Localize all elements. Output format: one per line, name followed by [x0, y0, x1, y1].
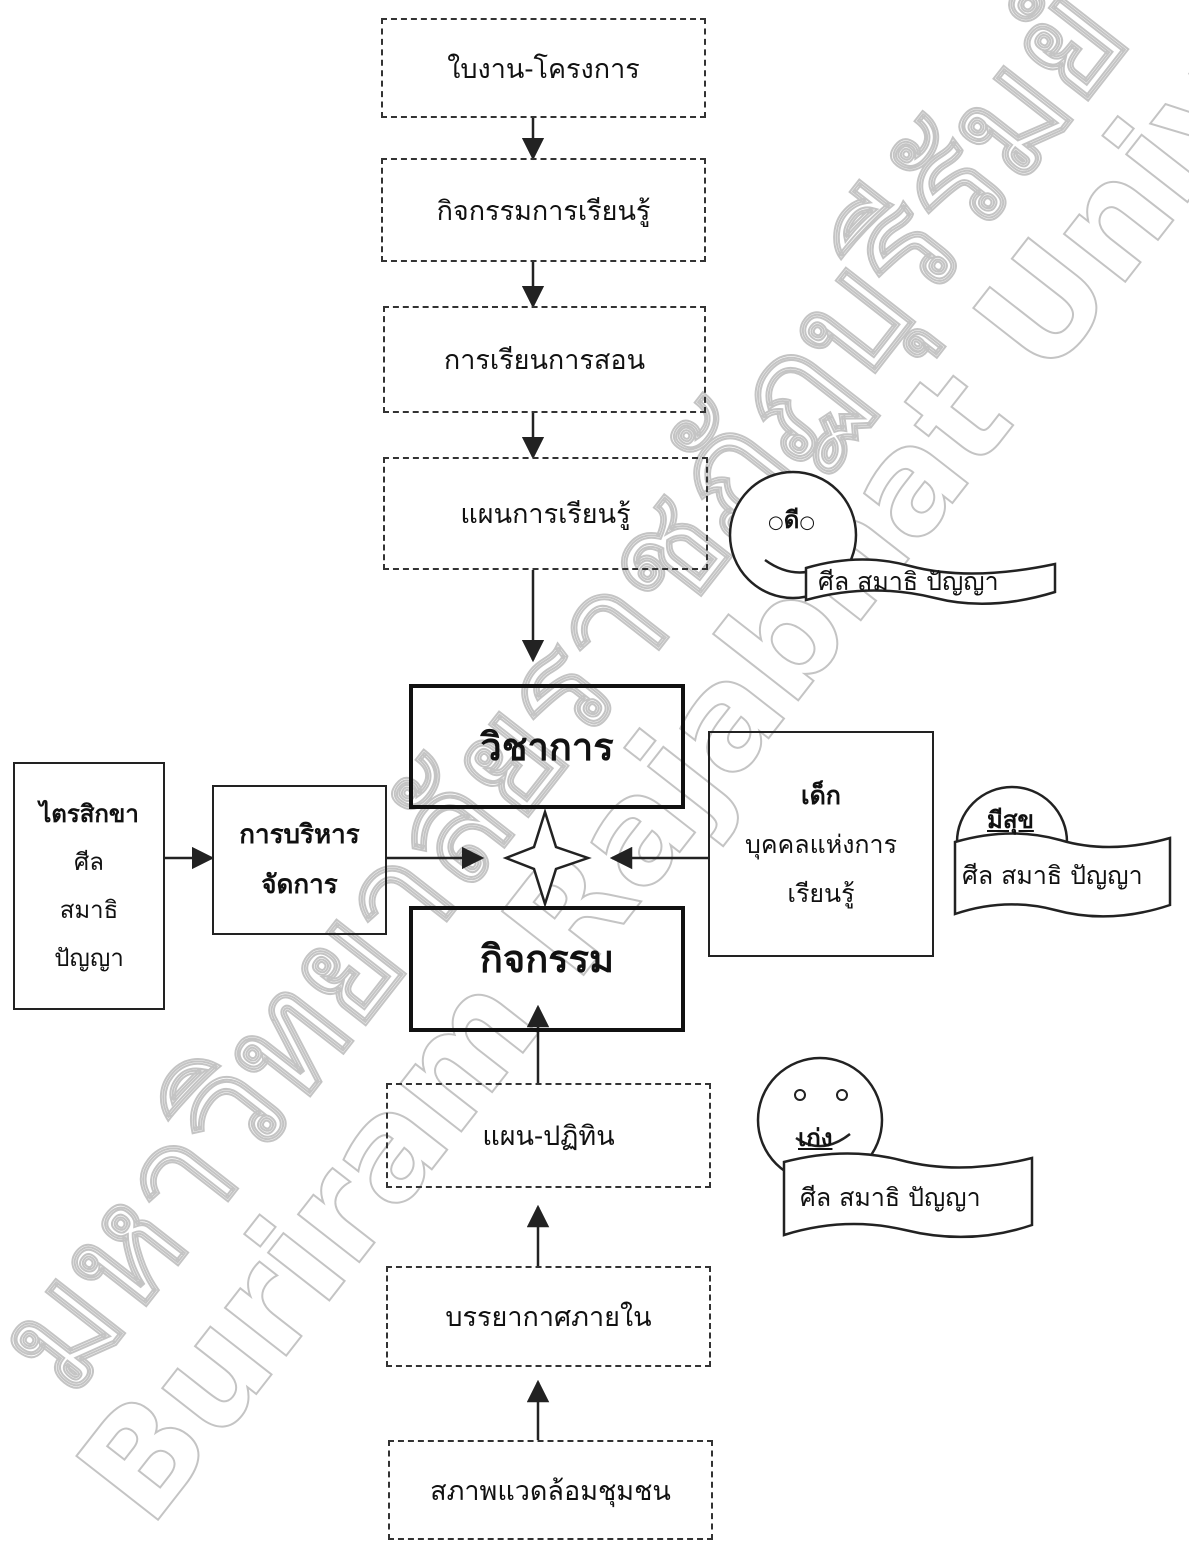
child-line2: บุคคลแห่งการ — [744, 829, 898, 859]
banner-smart-text: ศีล สมาธิ ปัญญา — [800, 1183, 981, 1212]
trisikkha-sila: ศีล — [74, 848, 104, 876]
banner-good-shape — [804, 558, 1057, 606]
box-management: การบริหาร จัดการ — [212, 785, 387, 935]
box-activity: กิจกรรม — [409, 906, 685, 1032]
box-plan-calendar: แผน-ปฏิทิน — [386, 1083, 711, 1188]
trisikkha-samadhi: สมาธิ — [59, 896, 119, 924]
box-teaching-learning-label: การเรียนการสอน — [443, 345, 646, 376]
box-internal-atmosphere: บรรยากาศภายใน — [386, 1266, 711, 1367]
face-smart-eye-left — [794, 1089, 806, 1101]
center-star-icon — [502, 807, 592, 909]
face-good-label: ○ดี○ — [768, 505, 816, 534]
box-academic: วิชาการ — [409, 684, 685, 809]
child-line3: เรียนรู้ — [787, 878, 855, 908]
box-learning-activities-label: กิจกรรมการเรียนรู้ — [436, 195, 651, 227]
trisikkha-panya: ปัญญา — [54, 944, 124, 972]
box-trisikkha: ไตรสิกขา ศีล สมาธิ ปัญญา — [13, 762, 165, 1010]
child-title: เด็ก — [801, 780, 841, 810]
box-academic-label: วิชาการ — [480, 724, 614, 769]
box-child-learner: เด็ก บุคคลแห่งการ เรียนรู้ — [708, 731, 934, 957]
box-internal-atmosphere-label: บรรยากาศภายใน — [445, 1302, 652, 1333]
box-learning-plan-label: แผนการเรียนรู้ — [460, 499, 631, 530]
management-line2: จัดการ — [261, 870, 338, 900]
face-happy-label: มีสุข — [987, 805, 1034, 834]
box-community-environment: สภาพแวดล้อมชุมชน — [388, 1440, 713, 1540]
box-teaching-learning: การเรียนการสอน — [383, 306, 706, 413]
box-learning-plan: แผนการเรียนรู้ — [383, 457, 708, 570]
banner-smart-shape — [782, 1152, 1034, 1239]
box-learning-activities: กิจกรรมการเรียนรู้ — [381, 158, 706, 262]
banner-happy-shape — [953, 832, 1172, 918]
box-community-environment-label: สภาพแวดล้อมชุมชน — [430, 1475, 671, 1507]
box-activity-label: กิจกรรม — [479, 936, 615, 981]
trisikkha-title: ไตรสิกขา — [39, 799, 139, 828]
management-line1: การบริหาร — [239, 820, 360, 850]
banner-good-text: ศีล สมาธิ ปัญญา — [818, 567, 999, 596]
face-smart-label: เก่ง — [798, 1123, 833, 1152]
face-smart-smile — [795, 1133, 851, 1148]
box-plan-calendar-label: แผน-ปฏิทิน — [482, 1121, 615, 1152]
face-smart-eye-right — [836, 1089, 848, 1101]
box-worksheet-project-label: ใบงาน-โครงการ — [447, 53, 640, 85]
box-worksheet-project: ใบงาน-โครงการ — [381, 18, 706, 118]
banner-happy-text: ศีล สมาธิ ปัญญา — [962, 861, 1143, 890]
